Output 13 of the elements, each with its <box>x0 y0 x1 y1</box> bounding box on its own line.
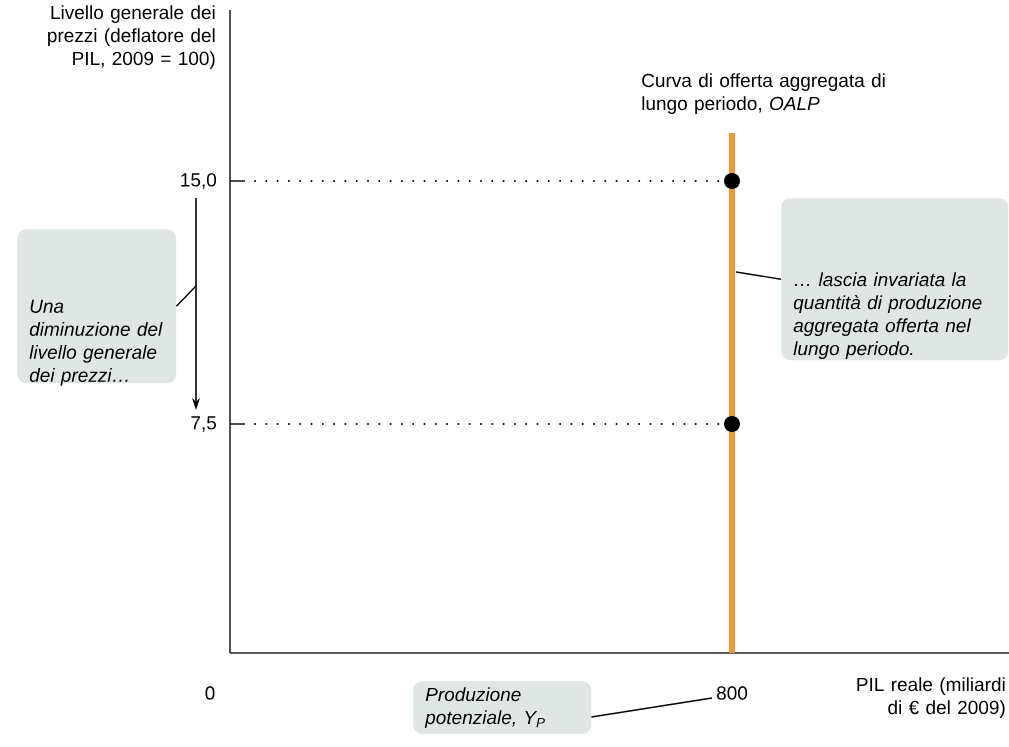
leader-line <box>735 271 782 280</box>
axis-value: 800 <box>717 686 748 700</box>
axis-value: 0 <box>205 686 215 700</box>
axis-title: PIL reale (miliardi di € del 2009) <box>857 677 1005 718</box>
curve-label: Curva di offerta aggregata di lungo periodo, OALP <box>642 73 885 114</box>
axis-value: 15,0 <box>181 173 217 189</box>
callout-box: Una diminuzione del livello generale dei prezzi… <box>17 229 177 386</box>
callout-box: … lascia invariata la quantità di produzione aggregata offerta nel lungo periodo. <box>781 198 1009 361</box>
axis-value: 7,5 <box>191 416 216 432</box>
leader-line <box>590 697 713 718</box>
callout-box: Produzione potenziale, Y$_{P}$ <box>413 681 592 734</box>
axis-title: Livello generale dei prezzi (deflatore del PIL, 2009 = 100) <box>48 5 215 69</box>
leader-line <box>175 285 197 307</box>
